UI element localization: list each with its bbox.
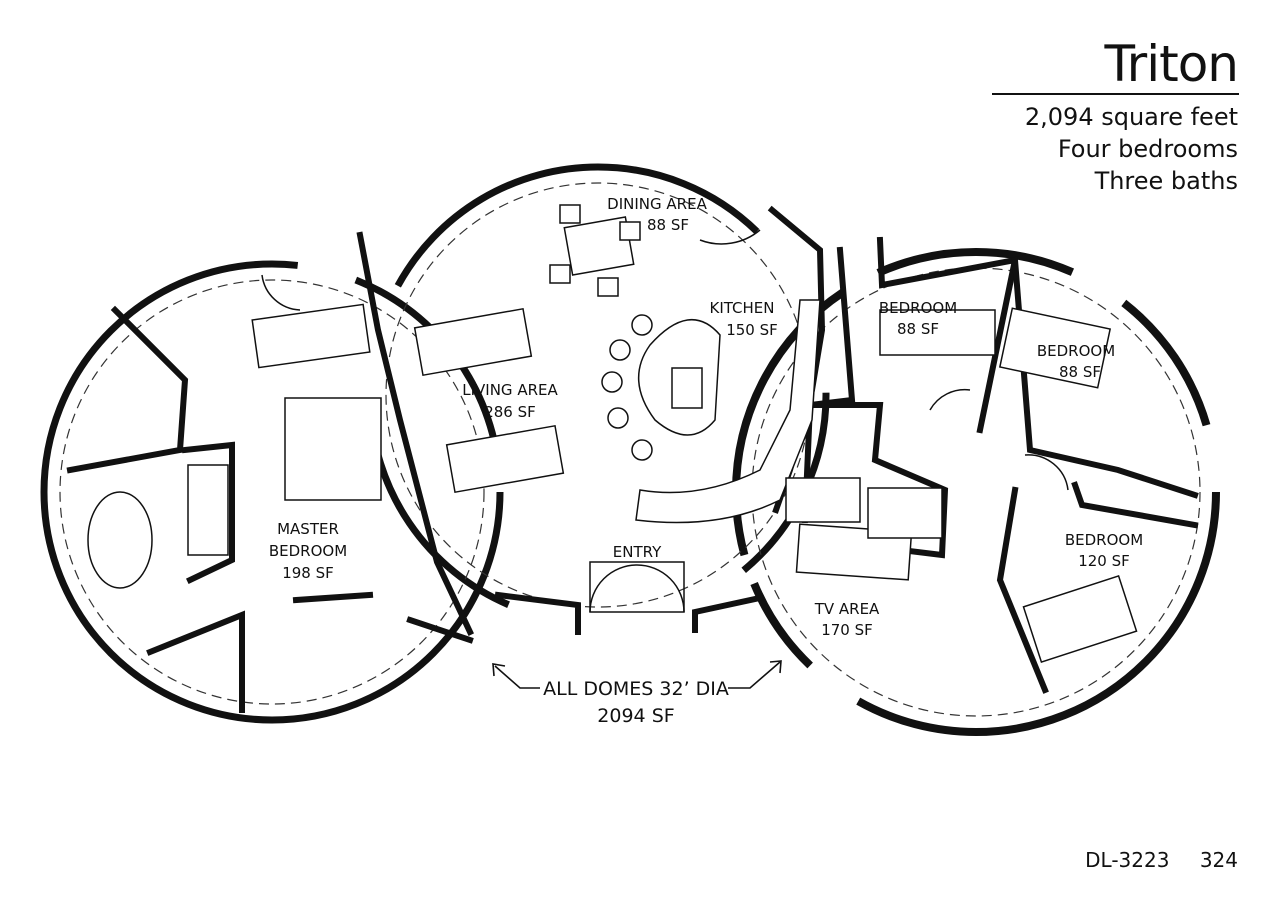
bar-stool [631,314,653,336]
wall-bed3-left [996,486,1049,694]
kitchen-area: 150 SF [726,321,778,339]
footer-page: 324 [1199,848,1238,872]
bedroom3-area: 120 SF [1078,552,1130,570]
dining-chair [559,204,581,224]
room-labels: DINING AREA 88 SF KITCHEN 150 SF LIVING … [269,195,1143,639]
wall-left-center [356,231,474,636]
dining-area: 88 SF [647,216,689,234]
wall-master-closet [181,441,235,584]
master-bed [284,397,382,501]
callout-arrowhead-right [769,660,782,674]
living-area: 286 SF [484,403,536,421]
left-dome-inner [59,279,485,705]
wall-bed3 [1071,481,1199,529]
bath-tub [785,477,861,523]
doors-windows [261,229,1069,613]
wall-bath-core [807,402,949,559]
master-vanity [187,464,229,556]
dining-door-swing [699,229,761,245]
master-label-2: BEDROOM [269,542,347,560]
kitchen-label: KITCHEN [710,299,775,317]
wall-entry-right [692,594,764,633]
bar-stool [601,371,623,393]
footer: DL-3223 324 [1061,848,1238,872]
bedrooms-label: Four bedrooms [1057,135,1238,163]
plan-title: Triton [1104,35,1239,93]
entry-door-left-swing [589,564,638,613]
tv-area: 170 SF [821,621,873,639]
bedroom2-label: BEDROOM [1037,342,1115,360]
master-door-swing [261,274,301,311]
master-area: 198 SF [282,564,334,582]
callout-line-1: ALL DOMES 32’ DIA [543,678,729,700]
bar-stools [601,314,653,461]
wall-entry-left [494,591,581,635]
wall-master-lower [146,610,245,713]
wall-master-front2 [406,616,474,644]
entry-label: ENTRY [613,543,662,561]
bedroom3-label: BEDROOM [1065,531,1143,549]
bedroom2-area: 88 SF [1059,363,1101,381]
right-dome-inner [751,267,1201,717]
furniture [87,204,1138,663]
kitchen-counter [635,299,821,524]
bar-stool [609,339,631,361]
title-rule [992,93,1239,95]
callout-arrow-left [494,665,540,689]
entry-door-right-swing [636,564,685,613]
callout-arrowhead-left [492,663,506,677]
bedroom3-bed [1022,575,1138,663]
dining-chair [619,221,641,241]
square-feet-label: 2,094 square feet [1024,103,1238,131]
master-tub [87,491,153,589]
bar-stool [631,439,653,461]
footer-code: DL-3223 [1085,848,1170,872]
wall-master-front [292,591,374,604]
callout-line-2: 2094 SF [597,705,674,727]
center-dome-wall [366,163,830,627]
master-sofa [251,303,371,369]
entry-door-frame [589,561,685,613]
bedroom1-bed [879,309,996,356]
callout-arrow-right [728,661,781,689]
bedroom2-bed [998,307,1112,389]
dining-label: DINING AREA [607,195,707,213]
tv-door-swing [1024,454,1069,491]
bedroom1-area: 88 SF [897,320,939,338]
dining-chair [549,264,571,284]
cooktop [671,367,703,409]
bedroom1-label: BEDROOM [879,299,957,317]
dining-chairs [549,204,641,297]
wall-bed1-right [876,236,1019,434]
living-label: LIVING AREA [462,381,558,399]
baths-label: Three baths [1094,167,1238,195]
bar-stool [607,407,629,429]
wall-master-bath [66,305,189,474]
living-sofa-bottom [445,424,565,494]
dining-chair [597,277,619,297]
living-sofa-top [413,307,533,377]
bath2-tub [867,487,943,539]
master-label-1: MASTER [277,520,339,538]
tv-label: TV AREA [814,600,880,618]
bedroom-door-swing [929,388,971,411]
interior-walls [66,205,1199,713]
dome-callout: ALL DOMES 32’ DIA 2094 SF [492,660,782,727]
left-dome-wall [40,260,504,724]
